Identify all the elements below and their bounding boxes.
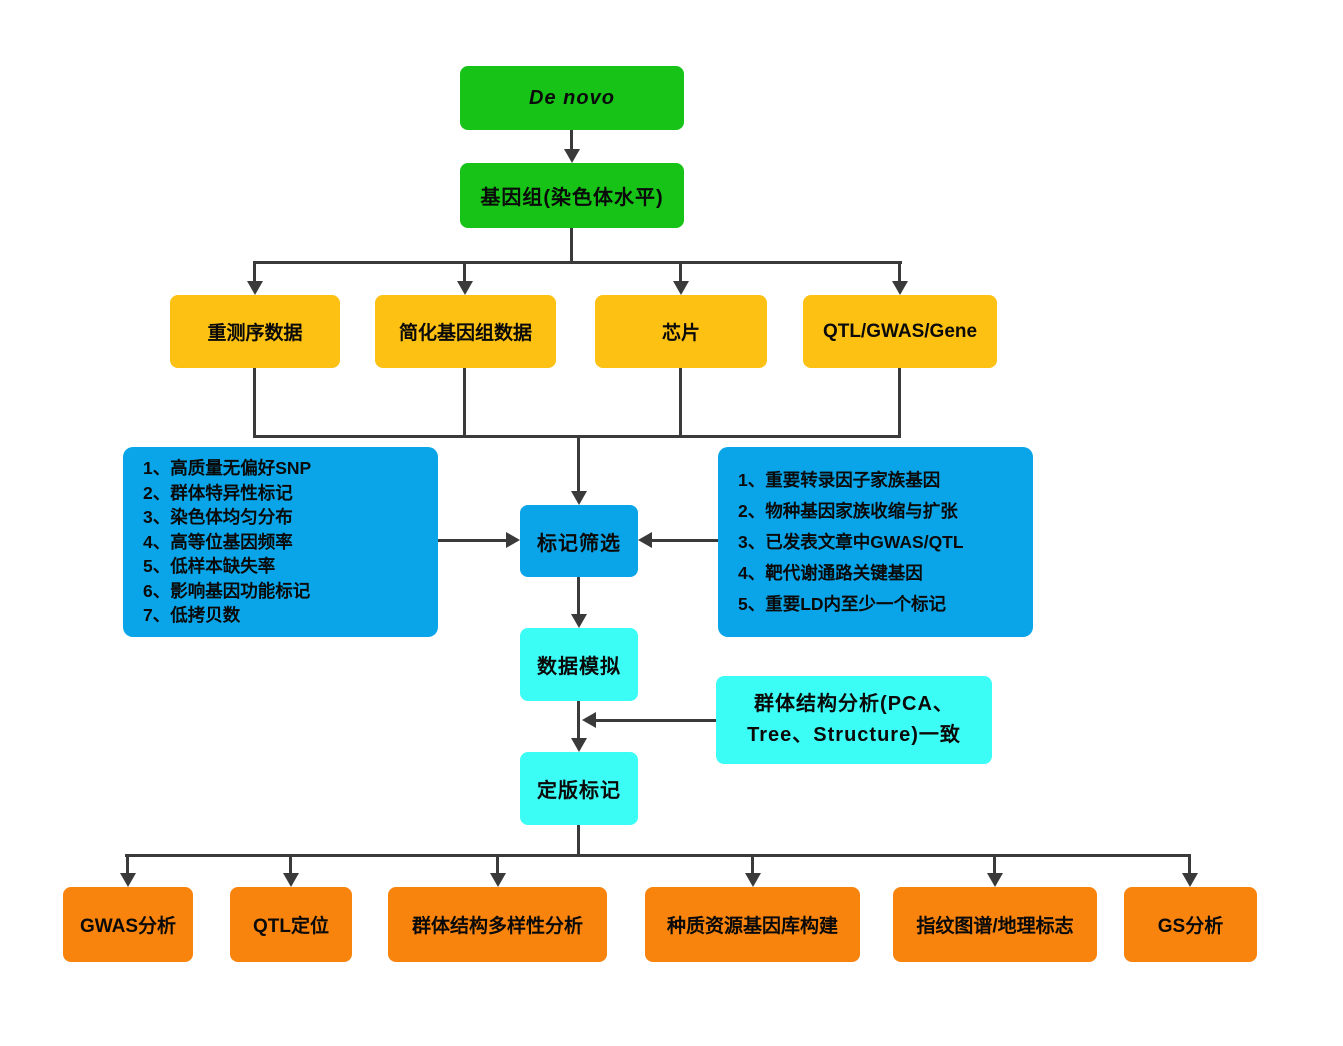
connector-line bbox=[898, 368, 901, 438]
node-chip-label: 芯片 bbox=[661, 323, 700, 344]
criteria-item: 3、已发表文章中GWAS/QTL bbox=[738, 531, 964, 552]
box-left-criteria: 1、高质量无偏好SNP 2、群体特异性标记 3、染色体均匀分布 4、高等位基因频… bbox=[123, 447, 438, 637]
node-marker-screening-label: 标记筛选 bbox=[537, 532, 621, 555]
node-data-simulation: 数据模拟 bbox=[520, 628, 638, 701]
node-data-simulation-label: 数据模拟 bbox=[537, 656, 621, 678]
node-genome: 基因组(染色体水平) bbox=[460, 163, 684, 228]
connector-line bbox=[652, 539, 718, 542]
node-population-diversity-analysis: 群体结构多样性分析 bbox=[388, 887, 607, 962]
node-de-novo: De novo bbox=[460, 66, 684, 130]
node-gwas-analysis: GWAS分析 bbox=[63, 887, 193, 962]
arrowhead-down bbox=[571, 738, 587, 752]
node-genome-label: 基因组(染色体水平) bbox=[480, 187, 664, 209]
criteria-item: 5、重要LD内至少一个标记 bbox=[738, 593, 947, 614]
node-reduced-genome-label: 简化基因组数据 bbox=[398, 323, 532, 344]
arrowhead-down bbox=[892, 281, 908, 295]
connector-line bbox=[570, 130, 573, 151]
criteria-item: 7、低拷贝数 bbox=[143, 605, 241, 626]
arrowhead-down bbox=[571, 491, 587, 505]
node-fingerprint-geo-label: 指纹图谱/地理标志 bbox=[916, 916, 1074, 937]
arrowhead-down bbox=[745, 873, 761, 887]
node-population-structure-note: 群体结构分析(PCA、 Tree、Structure)一致 bbox=[716, 676, 992, 764]
connector-line bbox=[577, 577, 580, 615]
criteria-item: 1、重要转录因子家族基因 bbox=[738, 469, 941, 490]
connector-line bbox=[577, 701, 580, 739]
arrowhead-down bbox=[283, 873, 299, 887]
connector-line bbox=[1188, 854, 1191, 876]
connector-line bbox=[577, 435, 580, 493]
arrowhead-left bbox=[582, 712, 596, 728]
connector-line bbox=[463, 261, 466, 283]
connector-line bbox=[993, 854, 996, 876]
node-final-markers: 定版标记 bbox=[520, 752, 638, 825]
criteria-item: 2、群体特异性标记 bbox=[143, 482, 293, 503]
node-gwas-analysis-label: GWAS分析 bbox=[79, 916, 177, 937]
node-population-structure-label: 群体结构分析(PCA、 Tree、Structure)一致 bbox=[747, 693, 961, 746]
connector-line bbox=[577, 825, 580, 857]
criteria-item: 4、靶代谢通路关键基因 bbox=[738, 562, 923, 583]
connector-line bbox=[289, 854, 292, 876]
connector-line bbox=[596, 719, 716, 722]
criteria-item: 3、染色体均匀分布 bbox=[143, 507, 293, 528]
connector-line bbox=[253, 261, 902, 264]
arrowhead-down bbox=[1182, 873, 1198, 887]
node-qtl-gwas-gene-label: QTL/GWAS/Gene bbox=[822, 320, 978, 342]
arrowhead-down bbox=[120, 873, 136, 887]
arrowhead-down bbox=[987, 873, 1003, 887]
node-marker-screening: 标记筛选 bbox=[520, 505, 638, 577]
node-final-markers-label: 定版标记 bbox=[537, 780, 621, 802]
arrowhead-down bbox=[673, 281, 689, 295]
node-qtl-gwas-gene: QTL/GWAS/Gene bbox=[803, 295, 997, 368]
connector-line bbox=[463, 368, 466, 438]
connector-line bbox=[126, 854, 129, 876]
arrowhead-down bbox=[247, 281, 263, 295]
node-de-novo-label: De novo bbox=[529, 86, 615, 109]
node-population-diversity-label: 群体结构多样性分析 bbox=[411, 916, 583, 937]
node-gs-analysis-label: GS分析 bbox=[1157, 916, 1224, 937]
connector-line bbox=[253, 368, 256, 438]
connector-line bbox=[751, 854, 754, 876]
node-gs-analysis: GS分析 bbox=[1124, 887, 1257, 962]
node-qtl-mapping: QTL定位 bbox=[230, 887, 352, 962]
arrowhead-down bbox=[490, 873, 506, 887]
criteria-item: 2、物种基因家族收缩与扩张 bbox=[738, 500, 958, 521]
criteria-item: 6、影响基因功能标记 bbox=[143, 580, 311, 601]
connector-line bbox=[570, 228, 573, 264]
arrowhead-down bbox=[457, 281, 473, 295]
node-germplasm-bank-label: 种质资源基因库构建 bbox=[666, 916, 838, 937]
criteria-item: 5、低样本缺失率 bbox=[143, 556, 276, 577]
connector-line bbox=[125, 854, 1191, 857]
node-qtl-mapping-label: QTL定位 bbox=[253, 916, 329, 937]
connector-line bbox=[496, 854, 499, 876]
criteria-item: 4、高等位基因频率 bbox=[143, 531, 293, 552]
connector-line bbox=[898, 261, 901, 283]
node-chip: 芯片 bbox=[595, 295, 767, 368]
connector-line bbox=[438, 539, 506, 542]
arrowhead-left bbox=[638, 532, 652, 548]
arrowhead-right bbox=[506, 532, 520, 548]
arrowhead-down bbox=[564, 149, 580, 163]
node-fingerprint-geo: 指纹图谱/地理标志 bbox=[893, 887, 1097, 962]
connector-line bbox=[679, 368, 682, 438]
node-germplasm-bank: 种质资源基因库构建 bbox=[645, 887, 860, 962]
box-right-criteria: 1、重要转录因子家族基因 2、物种基因家族收缩与扩张 3、已发表文章中GWAS/… bbox=[718, 447, 1033, 637]
node-resequencing-label: 重测序数据 bbox=[207, 323, 303, 344]
node-reduced-genome-data: 简化基因组数据 bbox=[375, 295, 556, 368]
arrowhead-down bbox=[571, 614, 587, 628]
node-resequencing-data: 重测序数据 bbox=[170, 295, 340, 368]
connector-line bbox=[253, 261, 256, 283]
connector-line bbox=[679, 261, 682, 283]
criteria-item: 1、高质量无偏好SNP bbox=[143, 458, 312, 479]
